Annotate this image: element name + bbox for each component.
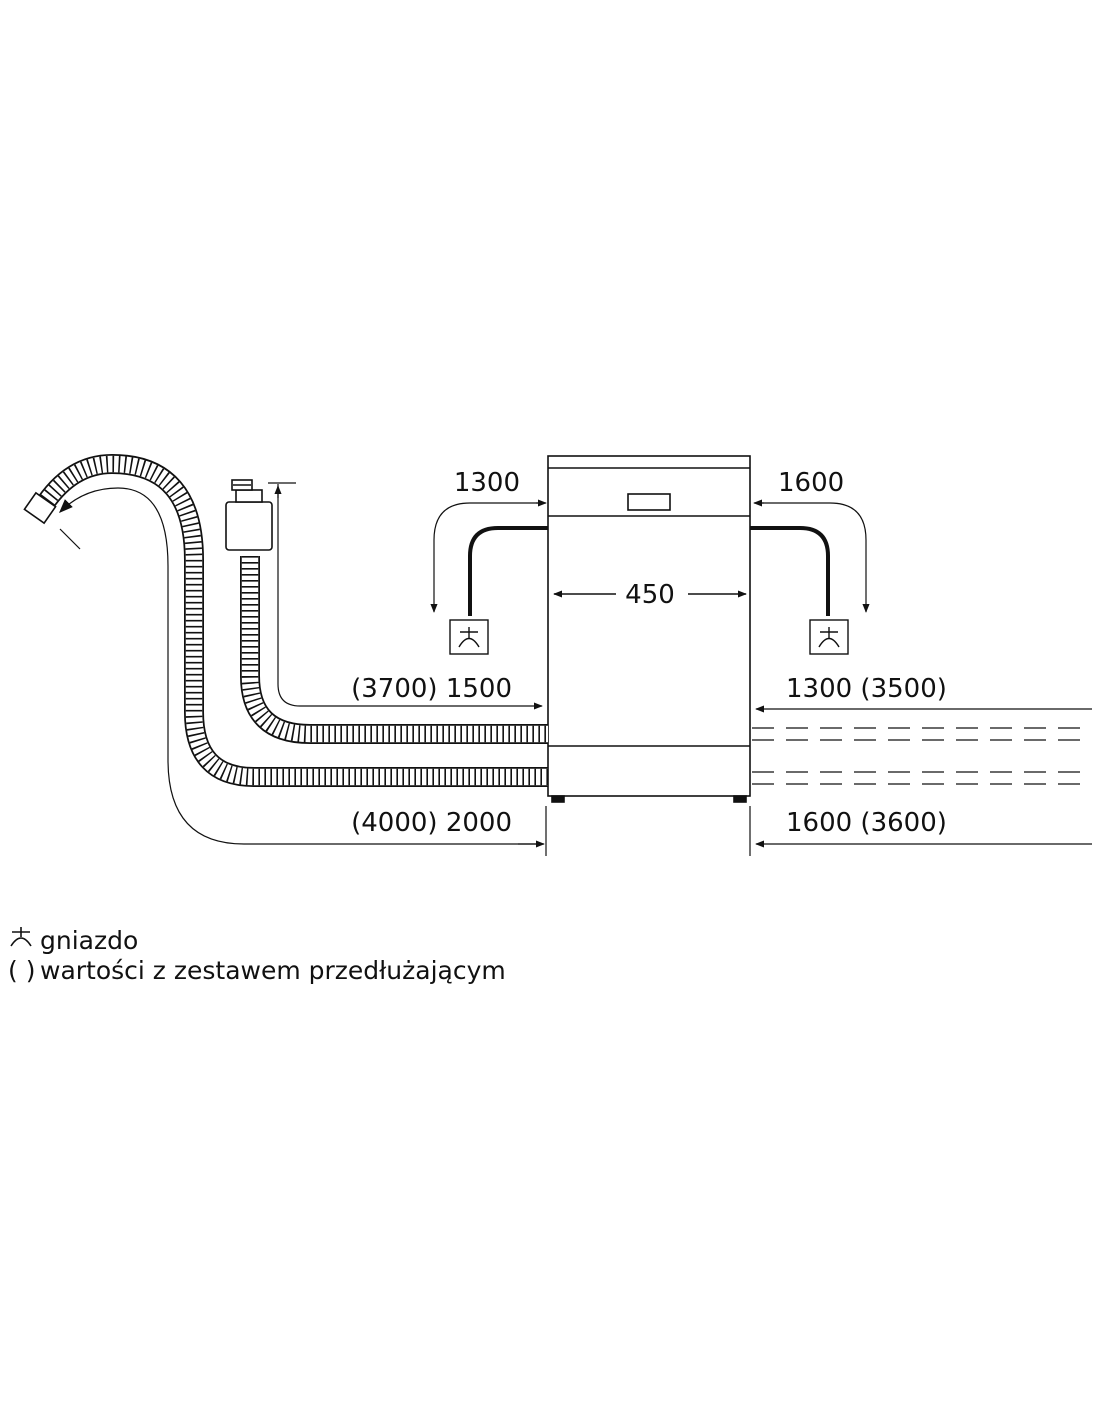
- drain-dimension-line: [59, 487, 547, 856]
- inlet-dimension-line: [268, 482, 543, 710]
- power-cord-left-label: 1300: [454, 468, 520, 498]
- power-cord-right: [750, 499, 870, 616]
- aquastop-valve: [225, 479, 273, 551]
- power-cord-left: [430, 499, 548, 616]
- legend-socket-label: gniazdo: [40, 925, 139, 955]
- drain-right-dimension-line: [749, 806, 1092, 856]
- foot-right: [733, 795, 747, 803]
- foot-left: [551, 795, 565, 803]
- drain-hose-end: [23, 491, 57, 525]
- wall-lines: [752, 727, 1092, 785]
- legend-paren-symbol: ( ): [8, 956, 36, 985]
- drain-hose: [33, 453, 548, 787]
- legend-extension: ( ) wartości z zestawem przedłużającym: [8, 956, 506, 985]
- inlet-hose-right-label: 1300 (3500): [786, 674, 947, 704]
- socket-right-icon: [809, 619, 849, 655]
- power-cord-right-label: 1600: [778, 468, 844, 498]
- socket-left-icon: [449, 619, 489, 655]
- drain-hose-right-label: 1600 (3600): [786, 808, 947, 838]
- legend-socket: gniazdo: [8, 924, 138, 956]
- dishwasher-front: [547, 455, 751, 803]
- legend-paren-label: wartości z zestawem przedłużającym: [40, 956, 506, 985]
- drain-hose-left-label: (4000) 2000: [351, 808, 512, 838]
- socket-icon: [8, 924, 40, 956]
- control-display: [627, 493, 671, 511]
- inlet-hose-left-label: (3700) 1500: [351, 674, 512, 704]
- inlet-hose: [240, 556, 548, 744]
- width-label: 450: [625, 580, 675, 610]
